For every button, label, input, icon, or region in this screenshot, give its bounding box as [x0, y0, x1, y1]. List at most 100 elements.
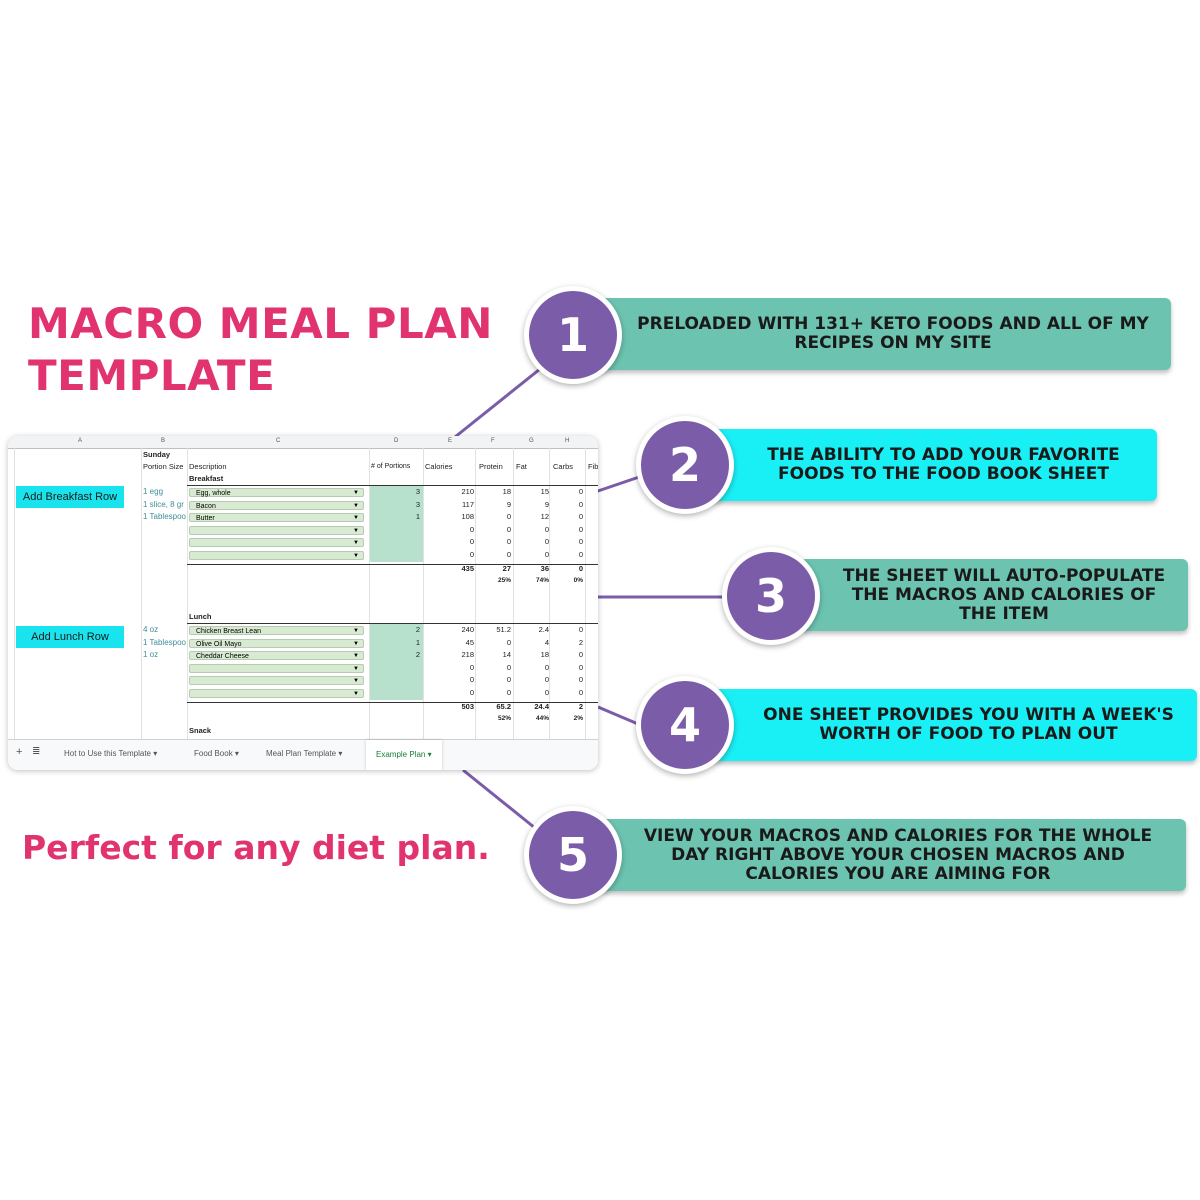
- lunch-food-label: Cheddar Cheese: [196, 653, 249, 660]
- breakfast-food-label: Egg, whole: [196, 490, 231, 497]
- breakfast-label: Breakfast: [189, 474, 224, 483]
- lunch-portions-cell[interactable]: 2: [415, 650, 420, 659]
- lunch-calories-cell: 0: [469, 675, 474, 684]
- chevron-down-icon: ▼: [353, 515, 359, 521]
- tab-how-to-use-label: Hot to Use this Template: [64, 749, 152, 758]
- breakfast-calories-cell: 0: [469, 549, 474, 559]
- lunch-portion-cell: 4 oz: [143, 625, 159, 634]
- lunch-fat-cell: 2.4: [538, 625, 549, 634]
- col-b: B: [161, 438, 166, 444]
- callout-3-number: 3: [722, 547, 820, 645]
- lunch-portion-cell: 1 oz: [143, 650, 159, 659]
- breakfast-fat-cell: 15: [540, 487, 549, 496]
- breakfast-calories-cell: 108: [461, 512, 474, 521]
- lunch-food-dropdown[interactable]: ▼: [189, 676, 364, 685]
- tab-food-book[interactable]: Food Book ▾: [194, 749, 239, 758]
- callout-5-text: VIEW YOUR MACROS AND CALORIES FOR THE WH…: [600, 819, 1186, 891]
- tagline: Perfect for any diet plan.: [22, 828, 490, 867]
- lunch-protein-cell: 0: [506, 675, 511, 684]
- breakfast-protein-cell: 0: [506, 549, 511, 559]
- lunch-protein-cell: 0: [506, 662, 511, 672]
- breakfast-food-dropdown[interactable]: Egg, whole▼: [189, 488, 364, 497]
- breakfast-food-label: Butter: [196, 515, 215, 522]
- lunch-protein-cell: 0: [506, 637, 511, 647]
- lunch-pct-carbs: 2%: [573, 715, 583, 722]
- add-lunch-row-button[interactable]: Add Lunch Row: [16, 626, 124, 648]
- breakfast-protein-cell: 0: [506, 524, 511, 534]
- lunch-food-dropdown[interactable]: Olive Oil Mayo▼: [189, 638, 364, 648]
- breakfast-food-dropdown[interactable]: ▼: [189, 550, 364, 560]
- chevron-down-icon: ▼: [353, 552, 359, 559]
- lunch-total-calories: 503: [461, 702, 474, 711]
- breakfast-portions-cell[interactable]: 3: [415, 499, 420, 509]
- chevron-down-icon: ▼: [353, 502, 359, 509]
- chevron-down-icon: ▼: [353, 678, 359, 684]
- all-sheets-icon[interactable]: ≣: [32, 746, 41, 757]
- tab-example-plan[interactable]: Example Plan ▾: [366, 740, 442, 770]
- page-title: MACRO MEAL PLAN TEMPLATE: [28, 298, 493, 402]
- breakfast-calories-cell: 0: [469, 524, 474, 534]
- lunch-food-dropdown[interactable]: ▼: [189, 688, 364, 698]
- breakfast-fat-cell: 0: [544, 549, 549, 559]
- breakfast-food-label: Bacon: [196, 502, 216, 510]
- lunch-carbs-cell: 0: [578, 675, 583, 684]
- title-line-1: MACRO MEAL PLAN: [28, 299, 493, 348]
- tab-how-to-use[interactable]: Hot to Use this Template ▾: [64, 749, 158, 758]
- col-g: G: [529, 438, 534, 444]
- column-header-row: A B C D E F G H: [8, 436, 598, 449]
- lunch-portions-cell[interactable]: 2: [415, 625, 420, 634]
- breakfast-food-dropdown[interactable]: Bacon ▼: [189, 500, 364, 510]
- lunch-fat-cell: 0: [544, 675, 549, 684]
- breakfast-food-dropdown[interactable]: ▼: [189, 525, 364, 535]
- breakfast-carbs-cell: 0: [578, 549, 583, 559]
- callout-2-text: THE ABILITY TO ADD YOUR FAVORITE FOODS T…: [710, 429, 1157, 501]
- callout-1-number: 1: [524, 286, 622, 384]
- lunch-carbs-cell: 0: [578, 625, 583, 634]
- lunch-food-label: Chicken Breast Lean: [196, 628, 261, 635]
- breakfast-fat-cell: 12: [540, 512, 549, 521]
- lunch-calories-cell: 45: [465, 637, 474, 647]
- lunch-fat-cell: 0: [544, 662, 549, 672]
- header-fat: Fat: [516, 462, 527, 471]
- header-description: Description: [189, 462, 227, 471]
- lunch-food-dropdown[interactable]: Chicken Breast Lean▼: [189, 626, 364, 635]
- callout-3-text: THE SHEET WILL AUTO-POPULATE THE MACROS …: [800, 559, 1188, 631]
- spreadsheet-preview: A B C D E F G H Sunday Portion Size Desc…: [8, 436, 598, 770]
- lunch-total-fat: 24.4: [534, 702, 549, 711]
- lunch-pct-fat: 44%: [535, 715, 549, 722]
- breakfast-portion-cell: 1 slice, 8 gr: [143, 499, 184, 509]
- breakfast-pct-carbs: 0%: [573, 577, 583, 584]
- breakfast-fat-cell: 0: [544, 537, 549, 546]
- header-portions: # of Portions: [371, 463, 411, 470]
- breakfast-calories-cell: 0: [469, 537, 474, 546]
- breakfast-food-dropdown[interactable]: Butter ▼: [189, 513, 364, 522]
- callout-4-number: 4: [636, 676, 734, 774]
- callout-2-number: 2: [636, 416, 734, 514]
- day-label: Sunday: [143, 450, 171, 459]
- lunch-protein-cell: 51.2: [496, 625, 511, 634]
- breakfast-carbs-cell: 0: [578, 512, 583, 521]
- breakfast-total-carbs: 0: [578, 564, 583, 573]
- col-h: H: [565, 438, 570, 444]
- lunch-pct-protein: 52%: [497, 715, 511, 722]
- breakfast-total-calories: 435: [461, 564, 474, 573]
- add-breakfast-row-button[interactable]: Add Breakfast Row: [16, 486, 124, 508]
- lunch-calories-cell: 218: [461, 650, 474, 659]
- header-portion-size: Portion Size: [143, 462, 184, 471]
- lunch-portions-cell[interactable]: 1: [415, 637, 420, 647]
- breakfast-portion-cell: 1 egg: [143, 487, 164, 496]
- tab-meal-plan-template[interactable]: Meal Plan Template ▾: [266, 749, 343, 758]
- lunch-label: Lunch: [189, 612, 212, 621]
- breakfast-portions-cell[interactable]: 1: [415, 512, 420, 521]
- col-d: D: [394, 438, 399, 444]
- lunch-carbs-cell: 0: [578, 687, 583, 697]
- lunch-food-dropdown[interactable]: Cheddar Cheese▼: [189, 651, 364, 660]
- snack-label: Snack: [189, 726, 212, 735]
- breakfast-food-dropdown[interactable]: ▼: [189, 538, 364, 547]
- breakfast-portions-cell[interactable]: 3: [415, 487, 420, 496]
- add-sheet-icon[interactable]: +: [16, 746, 23, 758]
- lunch-food-dropdown[interactable]: ▼: [189, 663, 364, 673]
- lunch-carbs-cell: 0: [578, 662, 583, 672]
- lunch-carbs-cell: 2: [578, 637, 583, 647]
- breakfast-pct-protein: 25%: [497, 577, 511, 584]
